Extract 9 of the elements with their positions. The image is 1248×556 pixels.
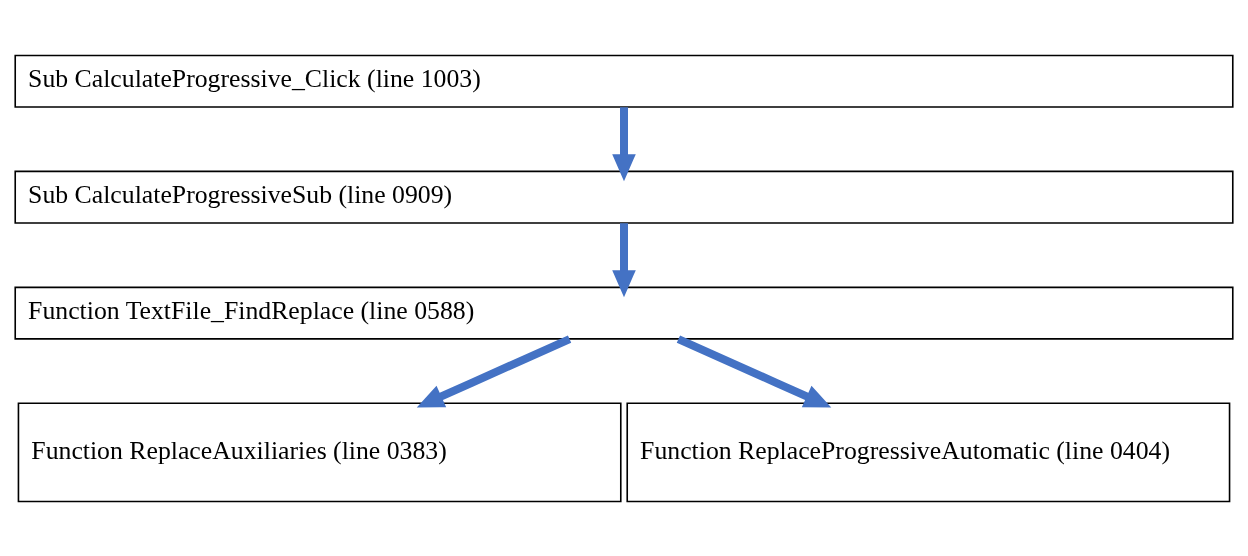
- arrow: [612, 106, 636, 181]
- node-box: Sub CalculateProgressiveSub (line 0909): [14, 170, 1234, 224]
- node-box: Sub CalculateProgressive_Click (line 1003): [14, 54, 1234, 108]
- arrow: [676, 334, 832, 407]
- arrow: [416, 334, 572, 407]
- node-box: Function ReplaceAuxiliaries (line 0383): [17, 402, 622, 502]
- node-box: Function ReplaceProgressiveAutomatic (line 0404): [626, 402, 1231, 502]
- node-box: Function TextFile_FindReplace (line 0588): [14, 286, 1234, 340]
- arrow: [612, 222, 636, 297]
